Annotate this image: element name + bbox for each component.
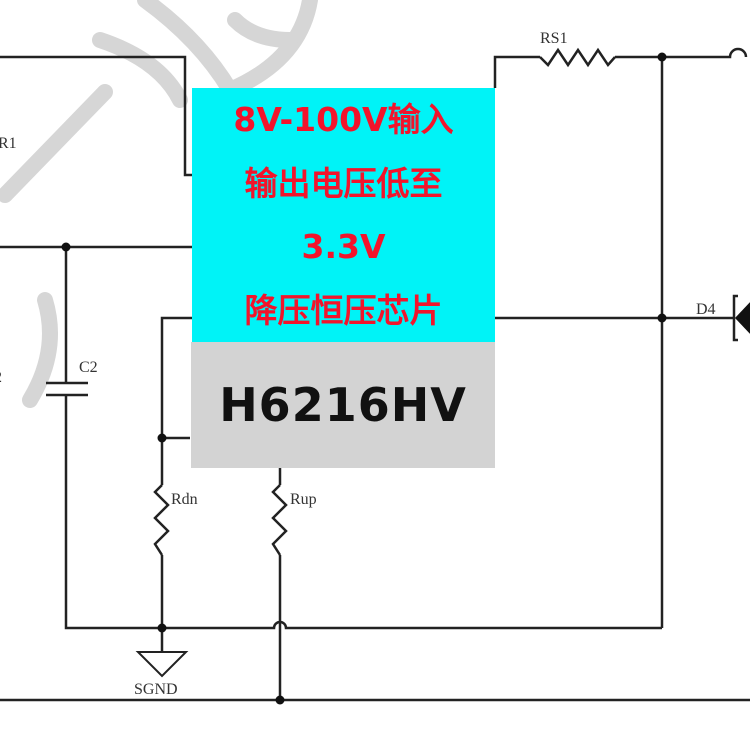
label-r1: R1 — [0, 135, 17, 152]
wires — [0, 47, 750, 702]
label-sgnd: SGND — [134, 681, 178, 698]
chip-part-number: H6216HV — [219, 378, 467, 432]
banner-output-text: 输出电压低至 — [244, 163, 443, 203]
diode-d4 — [732, 294, 750, 342]
banner-input-range: 8V-100V输入 — [233, 100, 454, 140]
label-rup: Rup — [290, 491, 317, 508]
banner-chip-type: 降压恒压芯片 — [244, 290, 443, 330]
label-d4: D4 — [696, 301, 716, 318]
ic-chip: H6216HV — [191, 342, 495, 468]
label-partial: 2 — [0, 369, 2, 386]
label-rs1: RS1 — [540, 30, 568, 47]
banner-output-voltage: 3.3V — [301, 227, 386, 267]
feature-banner: 8V-100V输入 输出电压低至 3.3V 降压恒压芯片 — [192, 88, 495, 342]
label-c2: C2 — [79, 359, 98, 376]
capacitor-c2 — [46, 381, 88, 397]
resistor-rup — [271, 484, 288, 556]
ground-symbol — [135, 651, 189, 678]
resistor-rdn — [153, 484, 170, 556]
label-rdn: Rdn — [171, 491, 198, 508]
resistor-rs1 — [539, 47, 616, 68]
junction-dots — [61, 52, 667, 705]
